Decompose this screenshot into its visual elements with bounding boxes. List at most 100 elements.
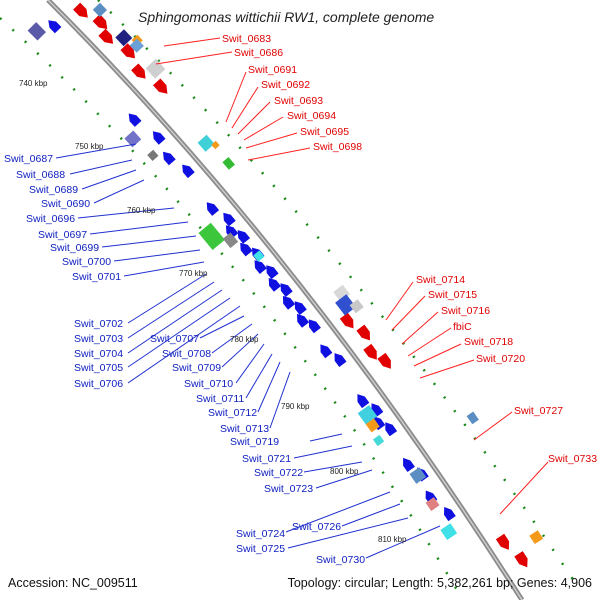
gene-label-swit-0694[interactable]: Swit_0694: [287, 110, 336, 122]
gene-label-swit-0703[interactable]: Swit_0703: [74, 333, 123, 345]
feature-block: [253, 250, 265, 262]
reverse-gene-arrow[interactable]: [163, 151, 176, 166]
gene-label-swit-0718[interactable]: Swit_0718: [464, 336, 513, 348]
gene-label-swit-0706[interactable]: Swit_0706: [74, 378, 123, 390]
gene-label-swit-0716[interactable]: Swit_0716: [441, 305, 490, 317]
reverse-gene-arrow[interactable]: [266, 265, 279, 280]
outer-dotted-arc: [97, 0, 582, 591]
gene-label-swit-0686[interactable]: Swit_0686: [234, 47, 283, 59]
forward-gene-arrow[interactable]: [98, 28, 114, 44]
reverse-gene-arrow[interactable]: [128, 113, 142, 127]
gene-label-swit-0724[interactable]: Swit_0724: [236, 528, 285, 540]
reverse-gene-arrow[interactable]: [294, 301, 307, 315]
forward-gene-arrow[interactable]: [356, 324, 370, 341]
gene-label-swit-0704[interactable]: Swit_0704: [74, 348, 123, 360]
feature-block: [197, 134, 215, 152]
reverse-gene-arrow[interactable]: [268, 278, 281, 292]
tick-label: 800 kbp: [330, 467, 359, 476]
reverse-gene-arrow[interactable]: [334, 353, 347, 367]
topology-text: Topology: circular; Length: 5,382,261 bp…: [288, 576, 592, 590]
forward-gene-arrow[interactable]: [495, 533, 510, 550]
gene-label-swit-0709[interactable]: Swit_0709: [172, 362, 221, 374]
gene-label-swit-0693[interactable]: Swit_0693: [274, 95, 323, 107]
reverse-gene-arrow[interactable]: [206, 202, 220, 216]
reverse-gene-arrow[interactable]: [320, 344, 333, 359]
gene-label-swit-0690[interactable]: Swit_0690: [41, 198, 90, 210]
reverse-gene-arrow[interactable]: [403, 457, 415, 472]
gene-label-swit-0696[interactable]: Swit_0696: [26, 213, 75, 225]
forward-gene-arrow[interactable]: [363, 343, 377, 360]
gene-label-swit-0701[interactable]: Swit_0701: [72, 271, 121, 283]
reverse-gene-arrow[interactable]: [240, 242, 253, 257]
gene-label-swit-0708[interactable]: Swit_0708: [162, 348, 211, 360]
gene-label-swit-0683[interactable]: Swit_0683: [222, 33, 271, 45]
reverse-gene-arrow[interactable]: [254, 260, 267, 274]
gene-label-swit-0702[interactable]: Swit_0702: [74, 318, 123, 330]
forward-gene-arrow[interactable]: [339, 312, 354, 329]
tick-label: 740 kbp: [19, 79, 48, 88]
gene-label-swit-0733[interactable]: Swit_0733: [548, 453, 597, 465]
reverse-gene-arrow[interactable]: [182, 164, 195, 179]
gene-label-swit-0688[interactable]: Swit_0688: [16, 169, 65, 181]
reverse-gene-arrow[interactable]: [237, 230, 251, 244]
reverse-gene-arrow[interactable]: [357, 394, 370, 409]
feature-block: [27, 22, 46, 41]
gene-label-swit-0699[interactable]: Swit_0699: [50, 242, 99, 254]
gene-label-swit-0730[interactable]: Swit_0730: [316, 554, 365, 566]
gene-label-swit-0714[interactable]: Swit_0714: [416, 274, 465, 286]
reverse-gene-arrow[interactable]: [444, 507, 456, 522]
gene-label-swit-0698[interactable]: Swit_0698: [313, 141, 362, 153]
gene-label-swit-0697[interactable]: Swit_0697: [38, 229, 87, 241]
gene-label-swit-0725[interactable]: Swit_0725: [236, 543, 285, 555]
gene-label-swit-0689[interactable]: Swit_0689: [29, 184, 78, 196]
feature-block: [335, 294, 356, 316]
gene-label-swit-0705[interactable]: Swit_0705: [74, 362, 123, 374]
gene-label-swit-0723[interactable]: Swit_0723: [264, 483, 313, 495]
reverse-gene-labels: Swit_0687 Swit_0688 Swit_0689 Swit_0690 …: [4, 153, 365, 566]
accession-text: Accession: NC_009511: [8, 576, 138, 590]
gene-label-swit-0687[interactable]: Swit_0687: [4, 153, 53, 165]
gene-label-swit-0695[interactable]: Swit_0695: [300, 126, 349, 138]
reverse-gene-arrow[interactable]: [48, 20, 62, 34]
forward-gene-labels: Swit_0683 Swit_0686 Swit_0691 Swit_0692 …: [222, 33, 597, 465]
gene-label-swit-0726[interactable]: Swit_0726: [292, 521, 341, 533]
feature-block: [440, 523, 458, 540]
forward-gene-arrow[interactable]: [92, 14, 108, 30]
gene-label-swit-0700[interactable]: Swit_0700: [62, 256, 111, 268]
gene-label-fbic[interactable]: fbiC: [453, 321, 472, 333]
reverse-gene-arrow[interactable]: [152, 131, 166, 145]
gene-label-swit-0713[interactable]: Swit_0713: [220, 423, 269, 435]
feature-block: [529, 530, 544, 544]
reverse-gene-arrow[interactable]: [280, 283, 293, 297]
forward-gene-arrow[interactable]: [514, 551, 528, 568]
feature-block: [349, 299, 364, 314]
gene-label-swit-0720[interactable]: Swit_0720: [476, 353, 525, 365]
gene-label-swit-0712[interactable]: Swit_0712: [208, 407, 257, 419]
gene-label-swit-0721[interactable]: Swit_0721: [242, 453, 291, 465]
gene-label-swit-0715[interactable]: Swit_0715: [428, 289, 477, 301]
forward-gene-arrow[interactable]: [377, 352, 391, 369]
feature-block: [92, 2, 107, 17]
forward-gene-arrow[interactable]: [73, 2, 88, 18]
reverse-gene-arrow[interactable]: [282, 295, 296, 310]
tick-label: 810 kbp: [378, 535, 407, 544]
gene-label-swit-0692[interactable]: Swit_0692: [261, 79, 310, 91]
feature-block: [466, 411, 479, 425]
gene-label-swit-0691[interactable]: Swit_0691: [248, 64, 297, 76]
reverse-gene-arrow[interactable]: [385, 422, 398, 437]
gene-label-swit-0719[interactable]: Swit_0719: [230, 436, 279, 448]
feature-block: [115, 29, 133, 47]
genome-backbone-highlight: [47, 0, 523, 600]
reverse-gene-arrow[interactable]: [308, 319, 321, 334]
forward-gene-arrow[interactable]: [131, 63, 146, 79]
gene-label-swit-0722[interactable]: Swit_0722: [254, 467, 303, 479]
reverse-gene-arrow[interactable]: [223, 212, 236, 227]
gene-label-swit-0707[interactable]: Swit_0707: [150, 333, 199, 345]
gene-label-swit-0711[interactable]: Swit_0711: [196, 393, 244, 405]
reverse-gene-arrow[interactable]: [297, 313, 310, 328]
gene-label-swit-0727[interactable]: Swit_0727: [514, 405, 563, 417]
forward-gene-arrow[interactable]: [120, 43, 135, 59]
forward-gene-arrow[interactable]: [153, 78, 168, 94]
gene-label-swit-0710[interactable]: Swit_0710: [184, 378, 233, 390]
